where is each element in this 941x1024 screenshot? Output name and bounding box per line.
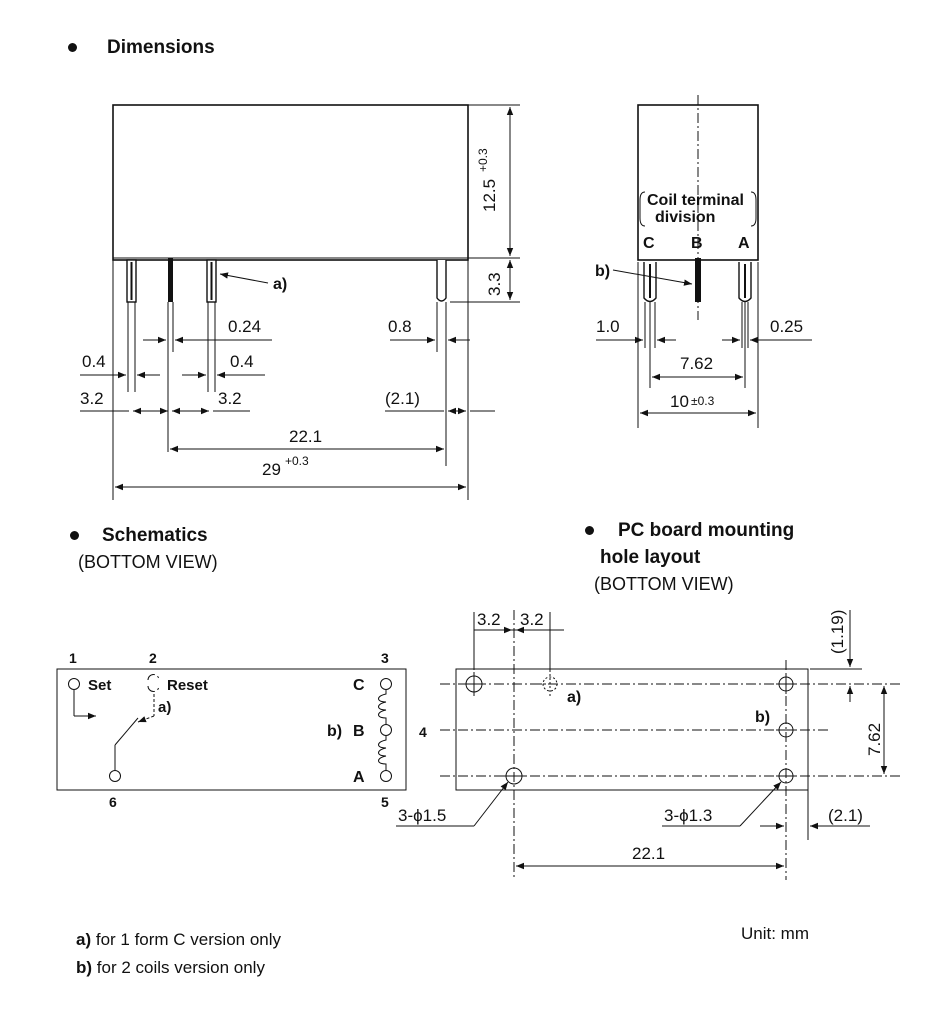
schematics-subheading: (BOTTOM VIEW): [78, 552, 218, 572]
note-a: a) for 1 form C version only: [76, 930, 281, 950]
bullet-icon: [585, 526, 594, 535]
schem-pin4: 4: [419, 724, 427, 740]
schem-label-a: a): [158, 699, 171, 716]
coil-lower-icon: [378, 736, 387, 770]
schem-pin2: 2: [149, 650, 157, 666]
bullet-icon: [68, 43, 77, 52]
schematic-outline: [56, 668, 407, 791]
unit-label: Unit: mm: [741, 924, 809, 943]
dim-pin-w-right: 0.8: [388, 317, 412, 336]
dim-span: 22.1: [289, 427, 322, 446]
pcb-layout: a) b) 3.2 3.2 (1.19) 7.62 3-ϕ1.5 3-ϕ1.3 …: [396, 610, 900, 880]
note-b-text: for 2 coils version only: [92, 958, 265, 977]
dim-pin-w-left: 0.4: [82, 352, 106, 371]
side-pin-b: B: [691, 235, 703, 252]
pcb-heading-line2: hole layout: [600, 547, 701, 568]
schem-coil-a: A: [353, 769, 365, 786]
dim-side-width-tol: ±0.3: [691, 394, 715, 408]
note-a-text: for 1 form C version only: [91, 930, 282, 949]
dim-pitch-left: 3.2: [80, 389, 104, 408]
coil-terminal-b-icon: [380, 724, 392, 736]
schem-pin3: 3: [381, 650, 389, 666]
schem-pin6: 6: [109, 794, 117, 810]
schem-label-b: b): [327, 723, 342, 740]
front-view: 12.5 +0.3 3.3 a) 0.24 0.8 0.4 0.4: [80, 104, 520, 500]
side-view: Coil terminal division C B A b) 1.0: [595, 95, 812, 428]
coil-upper-icon: [378, 690, 387, 724]
side-label-b: b): [595, 263, 610, 280]
relay-body-front: [112, 104, 469, 261]
note-b-key: b): [76, 958, 93, 977]
pcb-label-b: b): [755, 709, 770, 726]
dim-length-tol: +0.3: [285, 454, 309, 468]
dim-side-width: 10: [670, 392, 689, 411]
dim-pin-w-inner: 0.24: [228, 317, 261, 336]
dim-side-pitch: 7.62: [680, 354, 713, 373]
dim-side-right-w: 0.25: [770, 317, 803, 336]
pcb-holes: [462, 670, 796, 785]
schem-set: Set: [88, 677, 111, 694]
dim-pin-w-mid: 0.4: [230, 352, 254, 371]
set-terminal-icon: [68, 678, 80, 690]
dim-pcb-right-off: (2.1): [828, 806, 863, 825]
dim-pcb-hole-small: 3-ϕ1.3: [664, 806, 712, 825]
schematic: 1 2 3 4 5 6 Set Reset a) C B A b): [56, 650, 427, 810]
pcb-label-a: a): [567, 689, 581, 706]
coil-label-line1: Coil terminal: [647, 192, 744, 209]
side-pin-a: A: [738, 235, 750, 252]
coil-label-line2: division: [655, 209, 715, 226]
pcb-subheading: (BOTTOM VIEW): [594, 574, 734, 594]
coil-terminal-a-icon: [380, 770, 392, 782]
schem-pin5: 5: [381, 794, 389, 810]
dim-length: 29: [262, 460, 281, 479]
coil-terminal-c-icon: [380, 678, 392, 690]
dim-height-body: 12.5: [480, 179, 499, 212]
common-terminal-icon: [109, 770, 121, 782]
front-pins: [126, 258, 447, 303]
dim-pitch-mid: 3.2: [218, 389, 242, 408]
schem-coil-b: B: [353, 723, 365, 740]
dim-pcb-hole-big: 3-ϕ1.5: [398, 806, 446, 825]
note-a-key: a): [76, 930, 92, 949]
dim-height-pin: 3.3: [485, 272, 504, 296]
side-pins: [643, 258, 752, 303]
dim-pcb-span: 22.1: [632, 844, 665, 863]
dim-pcb-height: 7.62: [865, 723, 884, 756]
schem-reset: Reset: [167, 677, 208, 694]
side-pin-c: C: [643, 235, 655, 252]
pcb-heading-line1: PC board mounting: [618, 520, 795, 541]
dim-height-body-tol: +0.3: [476, 148, 490, 172]
bullet-icon: [70, 531, 79, 540]
dim-pcb-top-off: (1.19): [828, 610, 847, 654]
schem-pin1: 1: [69, 650, 77, 666]
dim-side-left-w: 1.0: [596, 317, 620, 336]
dim-pcb-pitch2: 3.2: [520, 610, 544, 629]
schem-coil-c: C: [353, 677, 365, 694]
dim-offset-right: (2.1): [385, 389, 420, 408]
schematics-heading: Schematics: [102, 525, 208, 546]
note-b: b) for 2 coils version only: [76, 958, 265, 978]
dimensions-heading: Dimensions: [107, 37, 215, 58]
front-label-a: a): [273, 276, 287, 293]
dim-pcb-pitch1: 3.2: [477, 610, 501, 629]
